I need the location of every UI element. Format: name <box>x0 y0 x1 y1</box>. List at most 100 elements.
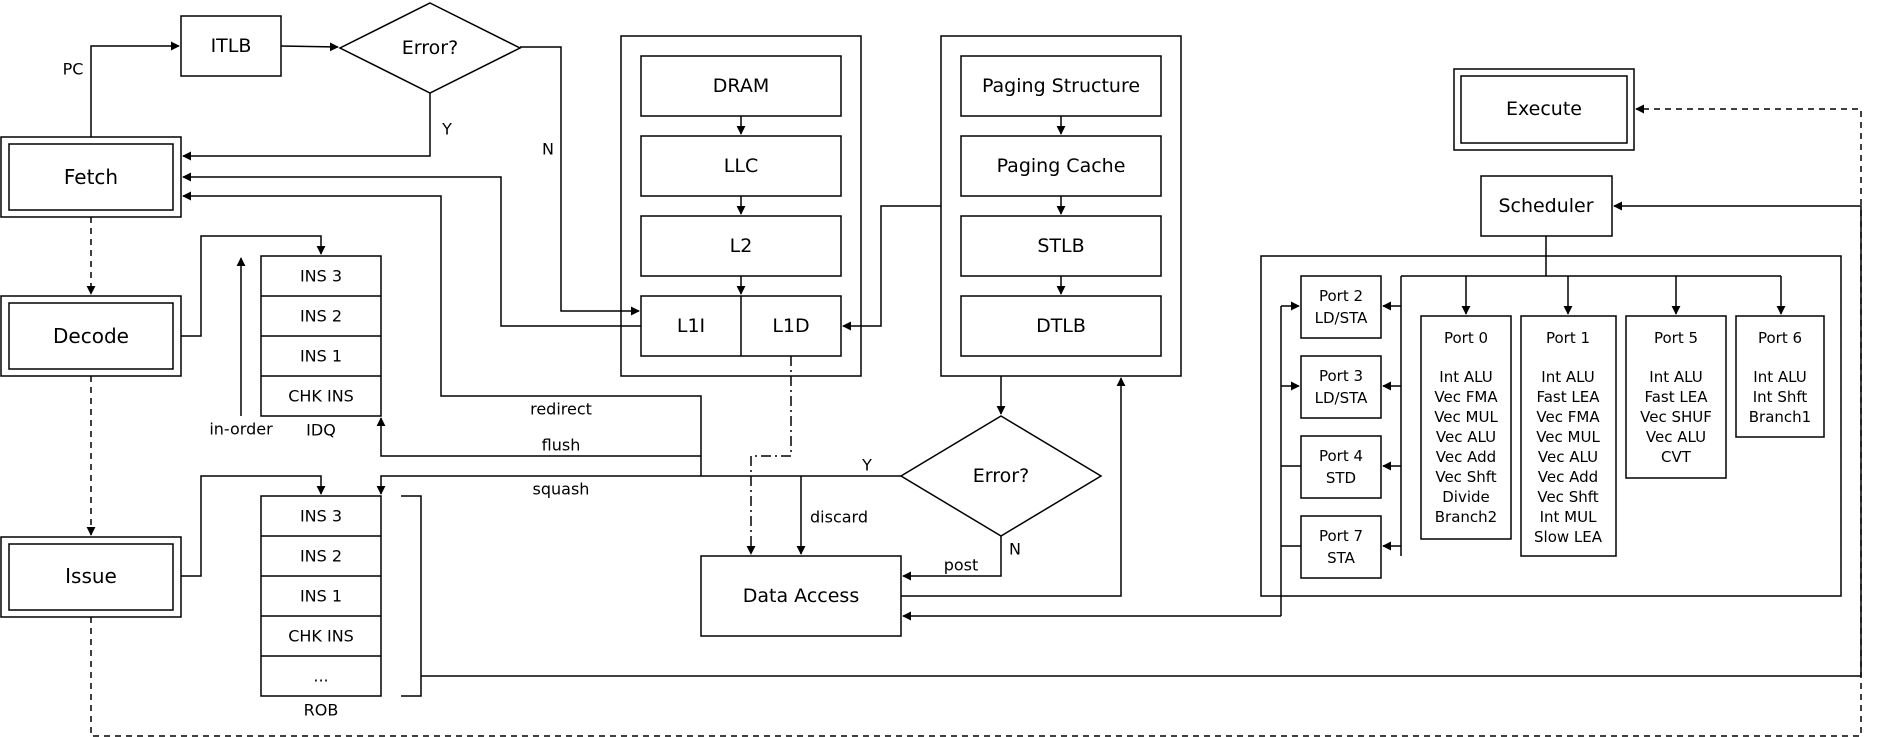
port5-op: Int ALU <box>1649 368 1702 386</box>
port5-box <box>1625 315 1727 479</box>
dtlb-no-label: N <box>1009 540 1021 559</box>
decode-to-idq-arrow <box>181 235 326 337</box>
port3-op: LD/STA <box>1315 389 1368 407</box>
port6-op: Int Shft <box>1753 388 1808 406</box>
dram-label: DRAM <box>713 75 769 97</box>
rob-entry: INS 2 <box>300 547 342 566</box>
redirect-label: redirect <box>530 400 592 419</box>
port0-op: Int ALU <box>1439 368 1492 386</box>
l1d-label: L1D <box>772 315 809 337</box>
idq-entry: CHK INS <box>288 387 354 406</box>
paging-to-l1d-arrow <box>842 205 941 331</box>
rob-label: ROB <box>304 701 339 720</box>
issue-box-inner <box>8 543 174 611</box>
itlb-label: ITLB <box>211 35 252 57</box>
flush-arrow <box>376 417 701 457</box>
port5-op: Vec ALU <box>1646 428 1706 446</box>
port7-box <box>1300 515 1382 579</box>
port0-box <box>1420 315 1512 540</box>
itlb-error-label: Error? <box>402 37 458 59</box>
port0-op: Vec Shft <box>1435 468 1496 486</box>
port1-op: Fast LEA <box>1536 388 1600 406</box>
port1-box <box>1520 315 1617 557</box>
execute-box-outer <box>1453 68 1635 151</box>
execute-label: Execute <box>1506 98 1582 120</box>
pc-arrow <box>90 41 180 137</box>
in-order-label: in-order <box>209 420 273 439</box>
itlb-yes-label: Y <box>441 120 452 139</box>
port1-op: Int MUL <box>1540 508 1598 526</box>
idq-entry: INS 2 <box>300 307 342 326</box>
l1i-label: L1I <box>677 315 705 337</box>
port0-op: Vec ALU <box>1436 428 1496 446</box>
dtlb-error-label: Error? <box>973 465 1029 487</box>
port6-box <box>1735 315 1825 438</box>
port5-op: Fast LEA <box>1644 388 1708 406</box>
port3-box <box>1300 355 1382 419</box>
port3-name: Port 3 <box>1319 367 1363 385</box>
squash-arrow <box>376 475 901 495</box>
port4-op: STD <box>1326 469 1356 487</box>
fetch-label: Fetch <box>64 165 118 189</box>
port1-op: Vec Add <box>1538 468 1598 486</box>
pc-label: PC <box>63 60 84 79</box>
port0-op: Vec Add <box>1436 448 1496 466</box>
decode-label: Decode <box>53 324 129 348</box>
port6-name: Port 6 <box>1758 329 1802 347</box>
flush-label: flush <box>542 436 581 455</box>
paging-cache-label: Paging Cache <box>997 155 1126 177</box>
llc-label: LLC <box>724 155 758 177</box>
port1-op: Vec MUL <box>1536 428 1600 446</box>
post-arrow <box>902 536 1002 581</box>
dtlb-yes-label: Y <box>861 456 872 475</box>
data-access-label: Data Access <box>743 585 859 607</box>
redirect-arrow <box>182 191 702 476</box>
itlb-no-label: N <box>542 140 554 159</box>
squash-label: squash <box>533 480 590 499</box>
rob-entry: INS 3 <box>300 507 342 526</box>
port5-op: CVT <box>1661 448 1692 466</box>
dtlb-label: DTLB <box>1036 315 1086 337</box>
discard-label: discard <box>810 508 868 527</box>
rob-entry: ... <box>313 667 328 686</box>
port1-op: Slow LEA <box>1534 528 1603 546</box>
port1-op: Vec FMA <box>1536 408 1600 426</box>
port6-op: Int ALU <box>1753 368 1806 386</box>
paging-structure-label: Paging Structure <box>982 75 1140 97</box>
rob-entry: INS 1 <box>300 587 342 606</box>
port0-name: Port 0 <box>1444 329 1488 347</box>
l2-label: L2 <box>730 235 753 257</box>
port6-op: Branch1 <box>1749 408 1811 426</box>
dtlb-box <box>960 295 1162 357</box>
itlb-no-arrow <box>520 46 640 316</box>
port0-op: Vec MUL <box>1434 408 1498 426</box>
port1-op: Int ALU <box>1541 368 1594 386</box>
rob-entry: CHK INS <box>288 627 354 646</box>
idq-label: IDQ <box>306 421 336 440</box>
port4-box <box>1300 435 1382 499</box>
port1-name: Port 1 <box>1546 329 1590 347</box>
rob-bracket <box>401 495 422 697</box>
port0-op: Divide <box>1442 488 1490 506</box>
idq-entry: INS 1 <box>300 347 342 366</box>
itlb-yes-arrow <box>182 93 431 161</box>
fetch-box-inner <box>8 143 174 211</box>
port1-op: Vec ALU <box>1538 448 1598 466</box>
issue-to-execute-arrow <box>90 104 1862 737</box>
decode-box-inner <box>8 302 174 370</box>
port2-name: Port 2 <box>1319 287 1363 305</box>
itlb-to-error-arrow <box>280 42 339 52</box>
l1i-to-fetch-arrow <box>182 172 641 327</box>
port4-name: Port 4 <box>1319 447 1363 465</box>
port7-op: STA <box>1327 549 1356 567</box>
port1-op: Vec Shft <box>1537 488 1598 506</box>
issue-to-rob-arrow <box>181 475 326 577</box>
port2-box <box>1300 275 1382 339</box>
port0-op: Branch2 <box>1435 508 1497 526</box>
scheduler-label: Scheduler <box>1498 195 1593 217</box>
port5-name: Port 5 <box>1654 329 1698 347</box>
issue-label: Issue <box>65 564 117 588</box>
post-label: post <box>944 556 979 575</box>
execute-box-inner <box>1460 75 1628 144</box>
